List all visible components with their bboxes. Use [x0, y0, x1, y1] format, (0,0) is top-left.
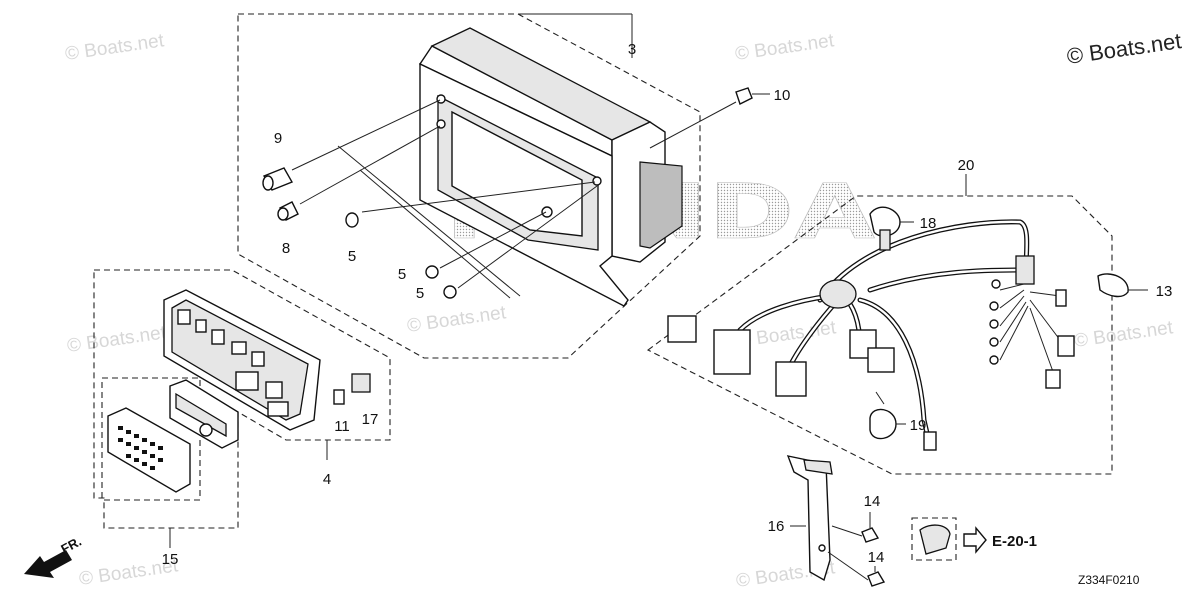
diagram-code: Z334F0210 — [1078, 573, 1140, 587]
connector-11 — [333, 389, 345, 405]
spacer-5b — [425, 265, 439, 279]
bolt-10 — [649, 87, 770, 149]
part-label-19: 19 — [910, 417, 927, 434]
watermark: © Boats.net — [1073, 317, 1175, 352]
group-box-panel-cover — [101, 377, 201, 501]
reference-label: E-20-1 — [992, 533, 1037, 550]
spacer-leaders — [291, 99, 598, 299]
connector-4pin — [667, 315, 697, 343]
clamp-13 — [1097, 273, 1148, 298]
frame-boss — [541, 206, 553, 218]
part-label-16: 16 — [768, 518, 785, 535]
connector-block — [775, 361, 807, 397]
copyright-notice: © Boats.net — [1065, 28, 1183, 69]
part-label-4: 4 — [323, 471, 331, 488]
bolt-14b — [827, 551, 886, 587]
reference-callout — [911, 517, 987, 561]
clamp-19 — [869, 391, 906, 440]
spacer-8 — [277, 201, 299, 221]
part-label-5: 5 — [348, 248, 356, 265]
wire-harness — [667, 219, 1075, 451]
display-panel — [169, 379, 239, 449]
spacer-5a — [345, 212, 359, 228]
connector-round — [867, 347, 895, 373]
spacer-5c — [443, 285, 457, 299]
watermark: © Boats.net — [64, 30, 166, 65]
part-label-8: 8 — [282, 240, 290, 257]
part-label-5: 5 — [416, 285, 424, 302]
part-label-15: 15 — [162, 551, 179, 568]
part-label-9: 9 — [274, 130, 282, 147]
terminal-end — [923, 431, 937, 451]
part-label-3: 3 — [628, 41, 636, 58]
part-label-10: 10 — [774, 87, 791, 104]
ring-terminals — [989, 279, 1001, 365]
terminal — [1057, 335, 1075, 357]
watermark: © Boats.net — [406, 302, 508, 337]
frame-boss — [592, 176, 602, 186]
bolt-14a — [831, 512, 880, 543]
connector-multi — [713, 329, 751, 375]
part-label-group: 3 9 8 5 5 5 10 20 18 13 19 4 11 17 15 16… — [162, 41, 1173, 568]
terminal — [1045, 369, 1061, 389]
part-label-14: 14 — [864, 493, 881, 510]
watermark: © Boats.net — [66, 322, 168, 357]
keypad-cover — [107, 407, 191, 493]
control-unit-board — [163, 289, 321, 431]
part-label-20: 20 — [958, 157, 975, 174]
part-label-17: 17 — [362, 411, 379, 428]
watermark: © Boats.net — [734, 30, 836, 65]
group-box-harness — [646, 195, 1113, 475]
front-direction-arrow — [24, 550, 72, 578]
bracket-16 — [786, 455, 833, 582]
part-label-18: 18 — [920, 215, 937, 232]
spacer-9 — [262, 167, 294, 191]
part-label-11: 11 — [334, 418, 350, 435]
part-label-14: 14 — [868, 549, 885, 566]
part-label-13: 13 — [1156, 283, 1173, 300]
terminal — [1055, 289, 1067, 307]
part-label-5: 5 — [398, 266, 406, 283]
group-box-frame — [237, 13, 701, 359]
grommet — [819, 279, 857, 309]
fuse-17 — [351, 373, 371, 393]
frame-boss — [436, 94, 446, 104]
front-frame — [418, 27, 683, 307]
wire-junction — [1015, 255, 1035, 285]
clamp-18 — [869, 206, 914, 251]
